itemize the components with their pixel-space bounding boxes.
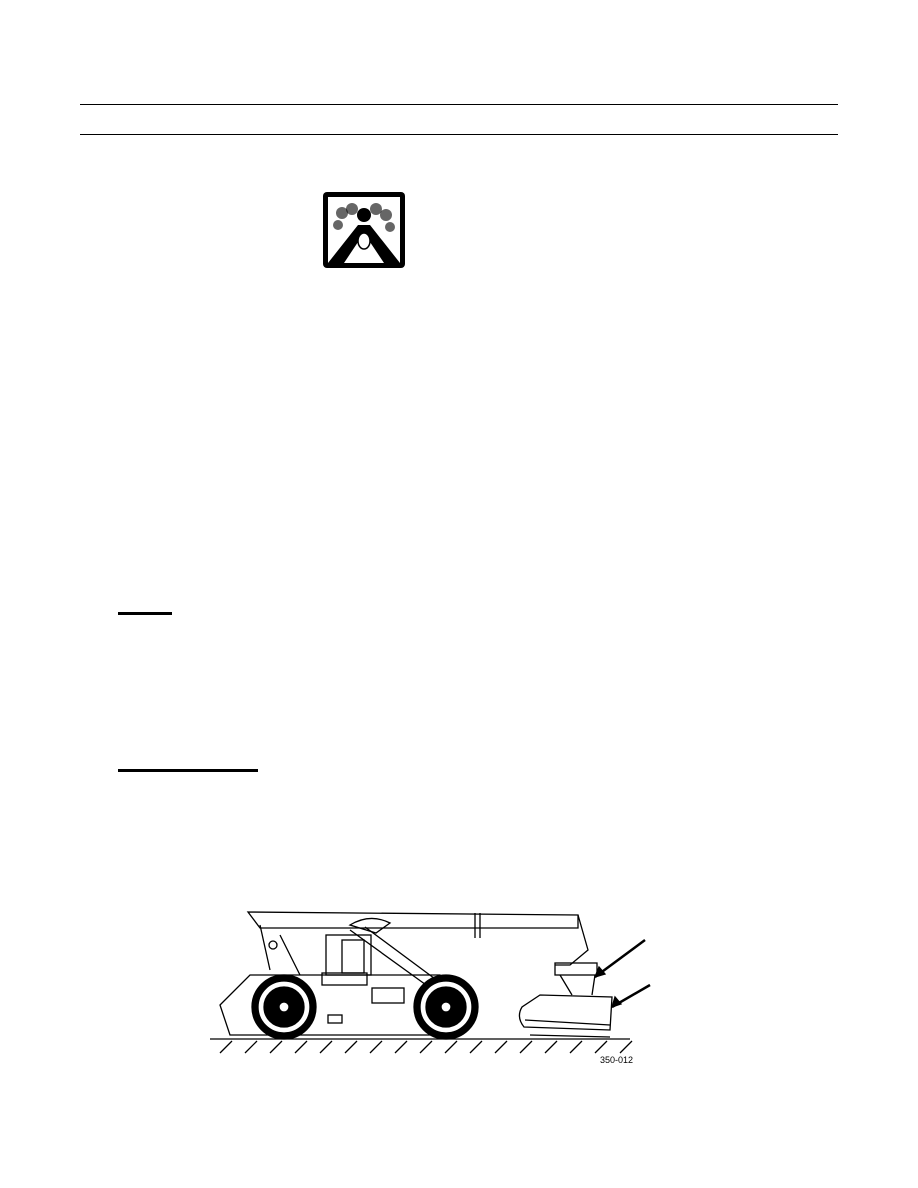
heading-underline-2 [118, 769, 258, 772]
vehicle-illustration [200, 895, 660, 1075]
respiratory-hazard-icon [322, 191, 406, 269]
figure-label: 350-012 [600, 1055, 634, 1065]
header-rule-top [80, 104, 838, 105]
heading-underline-1 [118, 612, 172, 615]
header-rule-bottom [80, 134, 838, 135]
